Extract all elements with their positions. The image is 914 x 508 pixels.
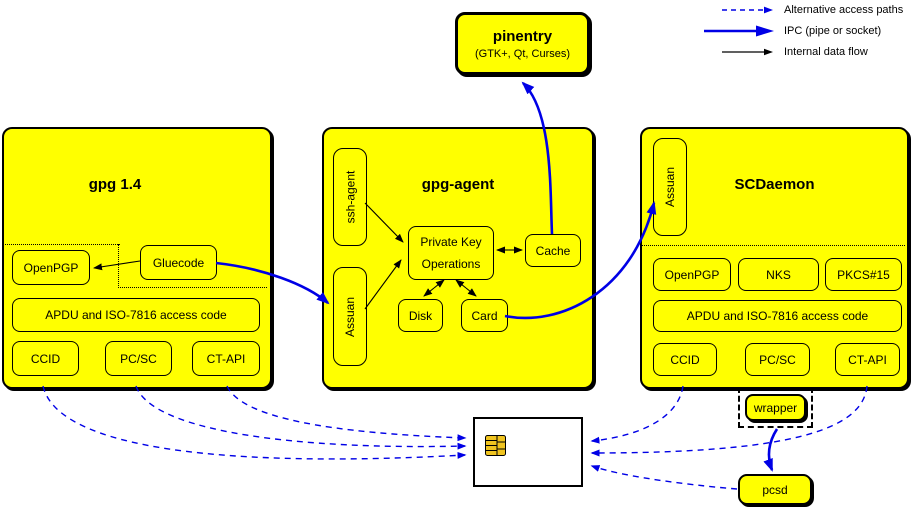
scdaemon-openpgp-node: OpenPGP [653, 258, 731, 291]
gpgagent-pko-line2: Operations [421, 257, 481, 271]
scdaemon-assuan-node: Assuan [653, 138, 687, 236]
alt-gpg14-pcsc-to-card [135, 385, 467, 450]
gpgagent-pko-line1: Private Key [420, 235, 482, 249]
scdaemon-dotted-divider [640, 245, 905, 246]
alt-scdaemon-ctapi-to-card [590, 385, 868, 457]
pinentry-title: pinentry [492, 27, 553, 45]
gpgagent-cache-label: Cache [535, 243, 571, 258]
scdaemon-ccid-label: CCID [670, 352, 700, 367]
legend-label-internal: Internal data flow [784, 46, 868, 58]
scdaemon-ctapi-label: CT-API [848, 352, 887, 367]
scdaemon-apdu-node: APDU and ISO-7816 access code [653, 300, 902, 332]
wrapper-label: wrapper [753, 400, 798, 415]
legend-thin-black-arrow-icon [722, 48, 773, 56]
wrapper-dashed-frame: wrapper [738, 387, 813, 428]
gpg14-pcsc-node: PC/SC [105, 341, 172, 376]
gpgagent-assuan-node: Assuan [333, 267, 367, 366]
scdaemon-apdu-label: APDU and ISO-7816 access code [686, 309, 869, 323]
gpgagent-card-node: Card [461, 299, 508, 332]
scdaemon-openpgp-label: OpenPGP [664, 267, 720, 282]
scdaemon-title: SCDaemon [734, 176, 815, 193]
scdaemon-assuan-label: Assuan [663, 166, 677, 208]
gpgagent-sshagent-label: ssh-agent [343, 170, 358, 224]
scdaemon-ctapi-node: CT-API [835, 343, 900, 376]
gpg14-ccid-node: CCID [12, 341, 79, 376]
gpg14-pcsc-label: PC/SC [120, 351, 157, 366]
wrapper-node: wrapper [745, 394, 806, 421]
legend-row-internal: Internal data flow [700, 44, 912, 60]
gpgagent-title: gpg-agent [421, 176, 495, 193]
scdaemon-ccid-node: CCID [653, 343, 717, 376]
gpg14-ctapi-label: CT-API [206, 351, 246, 366]
smartcard [473, 417, 583, 487]
legend-row-alternative: Alternative access paths [700, 2, 912, 18]
smartcard-chip-icon [485, 435, 506, 456]
legend-thick-blue-arrow-icon [704, 25, 774, 37]
gpgagent-private-key-operations-node: Private Key Operations [408, 226, 494, 280]
alt-pcsd-to-card [590, 465, 738, 490]
gpgagent-card-label: Card [471, 308, 498, 323]
gpg14-openpgp-label: OpenPGP [23, 260, 79, 275]
gpg14-openpgp-node: OpenPGP [12, 250, 90, 285]
pcsd-node: pcsd [738, 474, 812, 505]
gpg14-gluecode-label: Gluecode [152, 255, 205, 270]
scdaemon-pcsc-node: PC/SC [745, 343, 810, 376]
legend-label-alternative: Alternative access paths [784, 4, 904, 16]
legend: Alternative access paths IPC (pipe or so… [700, 2, 912, 65]
gpg14-apdu-label: APDU and ISO-7816 access code [45, 308, 227, 322]
gpgagent-cache-node: Cache [525, 234, 581, 267]
legend-label-ipc: IPC (pipe or socket) [784, 25, 882, 37]
gpgagent-disk-node: Disk [398, 299, 443, 332]
ipc-wrapper-to-pcsd [763, 428, 779, 472]
gpgagent-disk-label: Disk [408, 308, 433, 323]
gpg14-ccid-label: CCID [30, 351, 61, 366]
gpg14-title: gpg 1.4 [88, 176, 142, 193]
gpgagent-box: gpg-agent ssh-agent Assuan Private Key O… [322, 127, 594, 389]
gpg14-dotted-divider-top [2, 244, 120, 245]
alt-gpg14-ctapi-to-card [226, 385, 467, 442]
scdaemon-pcsc-label: PC/SC [759, 352, 796, 367]
alt-scdaemon-ccid-to-card [590, 385, 684, 444]
scdaemon-pkcs15-node: PKCS#15 [825, 258, 902, 291]
legend-row-ipc: IPC (pipe or socket) [700, 23, 912, 39]
gpg14-gluecode-node: Gluecode [140, 245, 217, 280]
pinentry-subtitle: (GTK+, Qt, Curses) [474, 47, 571, 60]
scdaemon-pkcs15-label: PKCS#15 [837, 267, 890, 282]
gpg14-box: gpg 1.4 OpenPGP Gluecode APDU and ISO-78… [2, 127, 272, 389]
gpg14-apdu-node: APDU and ISO-7816 access code [12, 298, 260, 332]
gpgagent-sshagent-node: ssh-agent [333, 148, 367, 246]
pcsd-label: pcsd [762, 482, 788, 497]
pinentry-box: pinentry (GTK+, Qt, Curses) [455, 12, 590, 75]
legend-dashed-blue-arrow-icon [722, 6, 773, 14]
gpgagent-assuan-label: Assuan [343, 296, 357, 337]
scdaemon-nks-label: NKS [766, 267, 791, 282]
gpg14-ctapi-node: CT-API [192, 341, 260, 376]
scdaemon-box: SCDaemon Assuan OpenPGP NKS PKCS#15 APDU… [640, 127, 909, 389]
alt-gpg14-ccid-to-card [42, 385, 467, 460]
scdaemon-nks-node: NKS [738, 258, 819, 291]
